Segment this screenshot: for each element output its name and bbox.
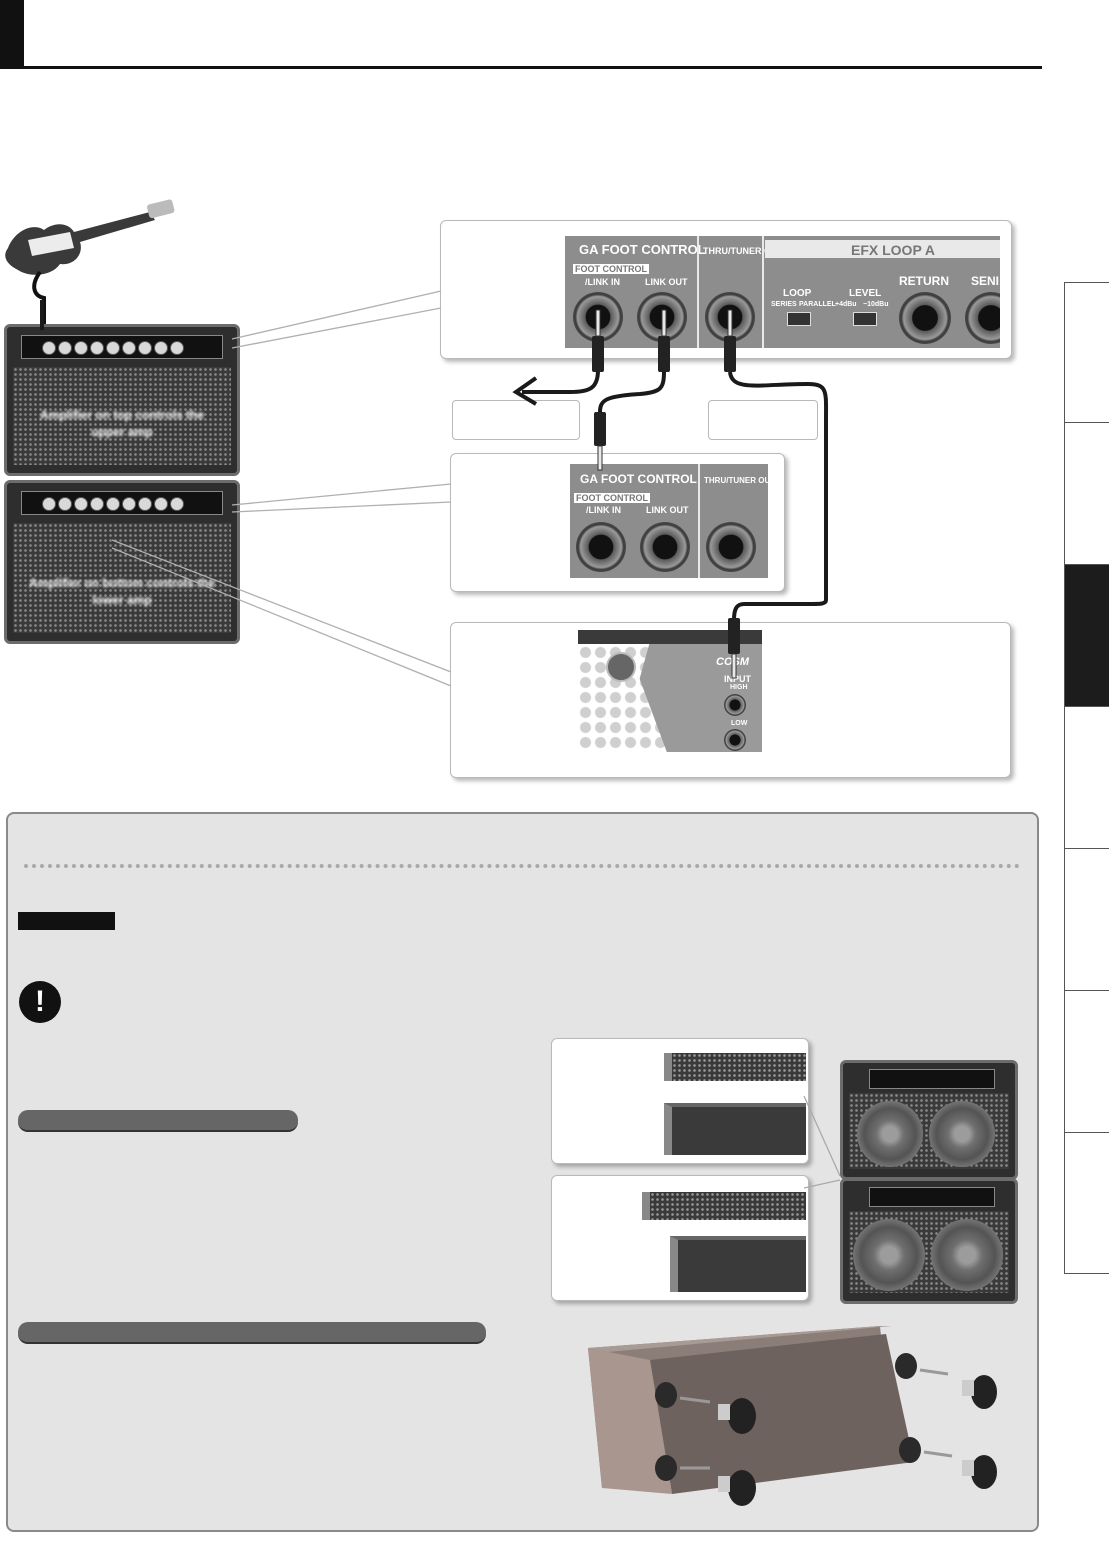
input-low-jack[interactable] — [724, 729, 746, 751]
middle-link-in-jack[interactable] — [576, 522, 626, 572]
arrow-left-icon — [512, 376, 538, 406]
stack-lines — [803, 1095, 841, 1189]
middle-link-out-jack[interactable] — [640, 522, 690, 572]
lower-amp-control-panel — [21, 491, 223, 515]
input-panel: COSM INPUT HIGH LOW — [578, 630, 762, 752]
side-tab-4[interactable] — [1064, 706, 1109, 849]
efx-loop-a-label: EFX LOOP A — [851, 242, 936, 258]
middle-link-in-label: /LINK IN — [586, 505, 621, 515]
side-tab-3-active[interactable] — [1064, 564, 1109, 707]
side-tab-6[interactable] — [1064, 990, 1109, 1133]
middle-foot-control-small-label: FOOT CONTROL — [574, 493, 650, 503]
middle-link-out-label: LINK OUT — [646, 505, 689, 515]
guitar-icon — [5, 199, 175, 336]
upper-foot-control-small-label: FOOT CONTROL — [573, 264, 649, 274]
exclamation-icon: ! — [19, 981, 61, 1023]
stacked-amp-bottom — [840, 1178, 1018, 1304]
send-label: SENI — [971, 274, 1000, 288]
side-tab-1[interactable] — [1064, 282, 1109, 423]
side-tab-2[interactable] — [1064, 422, 1109, 565]
input-high-jack[interactable] — [724, 694, 746, 716]
parallel-label: PARALLEL — [799, 301, 836, 308]
section-heading-bar-1 — [18, 1110, 298, 1132]
stack-detail-box-1 — [551, 1038, 809, 1164]
note-tag — [18, 912, 115, 930]
low-label: LOW — [731, 720, 748, 727]
upper-amp-control-panel — [21, 335, 223, 359]
high-label: HIGH — [730, 684, 748, 691]
bubble-tuner — [708, 400, 818, 440]
stacked-amp-top — [840, 1060, 1018, 1180]
section-heading-bar-2 — [18, 1322, 486, 1344]
minus10-label: −10dBu — [863, 301, 889, 308]
middle-ga-foot-control-label: GA FOOT CONTROL — [580, 472, 697, 486]
caster-illustration — [588, 1326, 997, 1506]
send-jack[interactable] — [965, 292, 1000, 344]
stack-detail-box-2 — [551, 1175, 809, 1301]
connection-diagram — [40, 290, 829, 687]
series-label: SERIES — [771, 301, 797, 308]
input-label: INPUT — [724, 674, 751, 684]
middle-thru-tuner-jack[interactable] — [706, 522, 756, 572]
chapter-header-block — [0, 0, 24, 69]
level-label: LEVEL — [849, 288, 882, 299]
upper-thru-tuner-label: THRU/TUNER OUT — [703, 246, 783, 256]
caster-icon — [718, 1375, 997, 1506]
dotted-divider — [24, 864, 1020, 868]
middle-thru-tuner-label: THRU/TUNER OUT — [704, 476, 768, 485]
side-tab-7[interactable] — [1064, 1132, 1109, 1274]
middle-jack-panel: GA FOOT CONTROL FOOT CONTROL /LINK IN LI… — [570, 464, 768, 578]
header-rule — [0, 66, 1042, 69]
return-label: RETURN — [899, 274, 949, 288]
loop-label: LOOP — [783, 288, 812, 299]
plus4-label: +4dBu — [835, 301, 857, 308]
side-tab-5[interactable] — [1064, 848, 1109, 991]
upper-link-out-label: LINK OUT — [645, 277, 688, 287]
bubble-link-to-next — [452, 400, 580, 440]
upper-ga-foot-control-label: GA FOOT CONTROL — [579, 242, 706, 257]
return-jack[interactable] — [899, 292, 951, 344]
upper-link-in-label: /LINK IN — [585, 277, 620, 287]
